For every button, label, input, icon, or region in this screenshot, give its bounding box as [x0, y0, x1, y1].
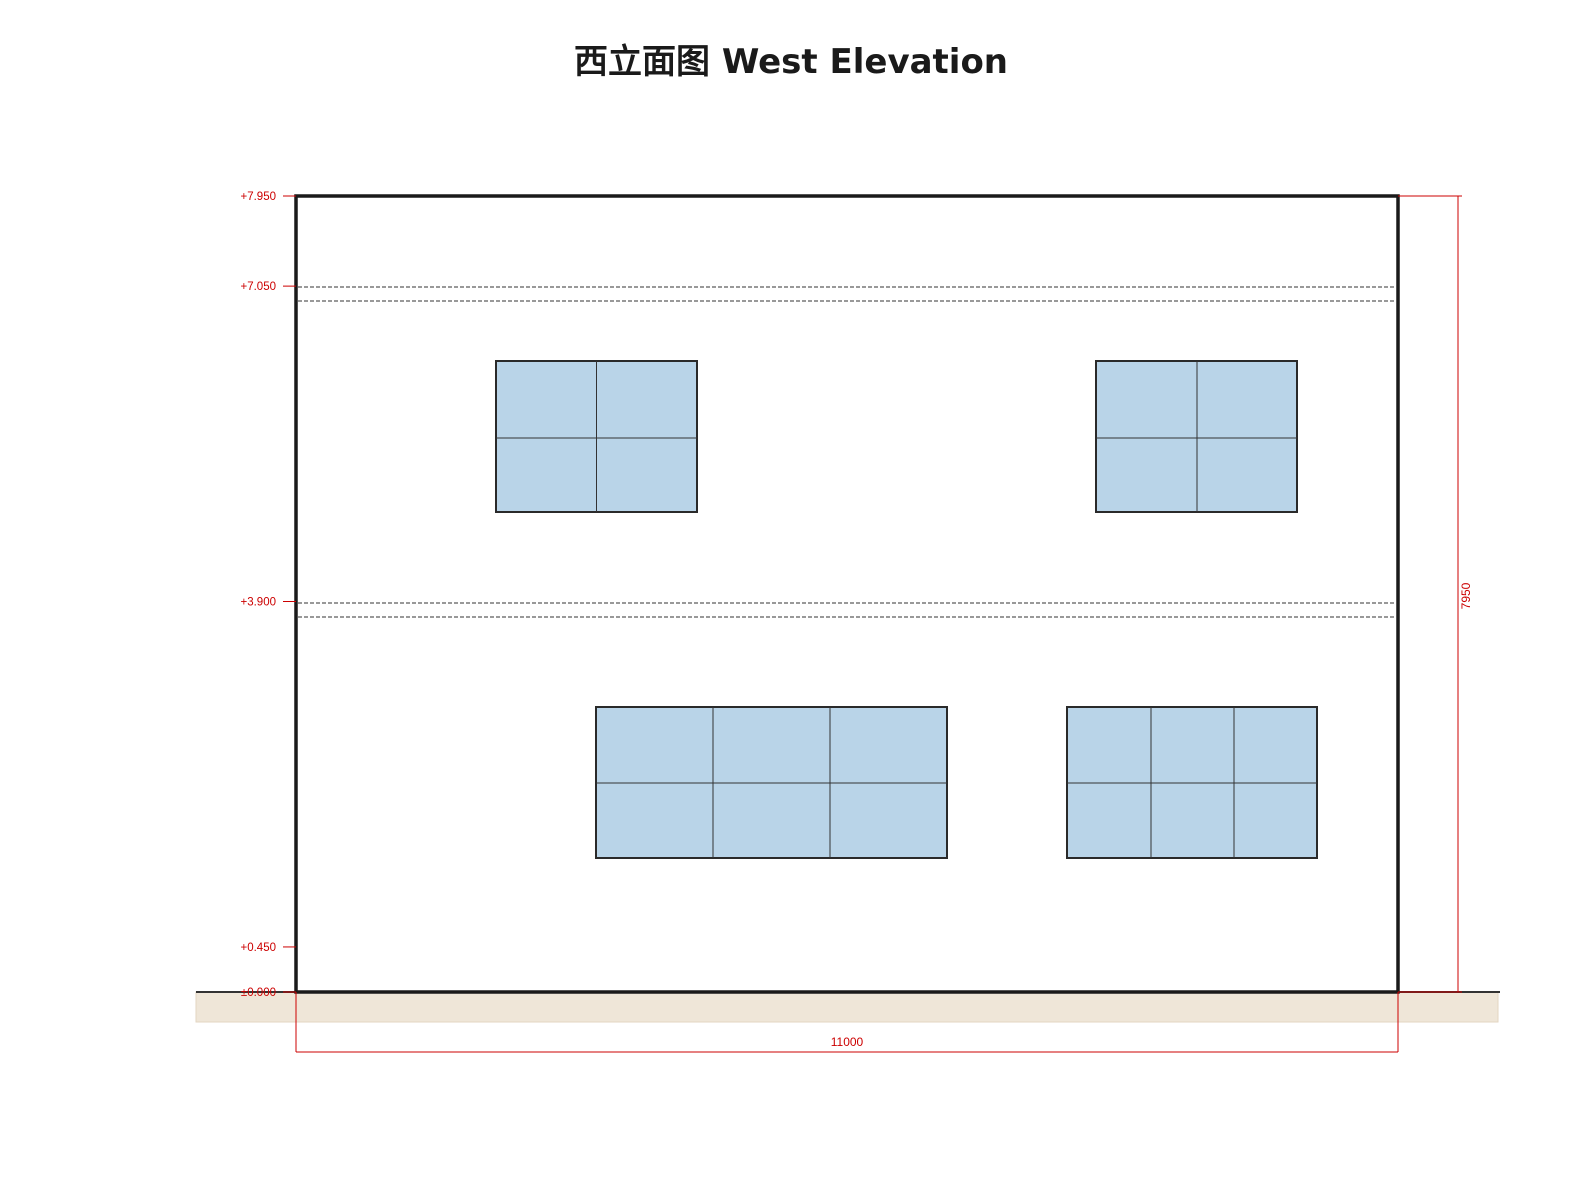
upper-left-window [495, 360, 698, 513]
level-label: +7.950 [241, 191, 277, 203]
upper-right-window [1095, 360, 1298, 513]
level-label: +3.900 [241, 597, 277, 609]
building-outline [294, 194, 1400, 994]
drawing-title: 西立面图 West Elevation [573, 42, 1009, 82]
lower-right-window [1066, 706, 1318, 859]
level-markers: +7.950 +7.050 +3.900 +0.450 ±0.000 [241, 191, 296, 999]
level-label: +7.050 [241, 281, 277, 293]
width-dimension-label: 11000 [831, 1035, 864, 1049]
height-dimension-label: 7950 [1459, 582, 1473, 609]
level-label: ±0.000 [241, 987, 276, 999]
ground-strip [195, 991, 1499, 1023]
lower-center-window [595, 706, 948, 859]
level-label: +0.450 [241, 942, 277, 954]
width-dimension: 11000 [295, 992, 1399, 1053]
height-dimension: 7950 [1398, 195, 1473, 993]
